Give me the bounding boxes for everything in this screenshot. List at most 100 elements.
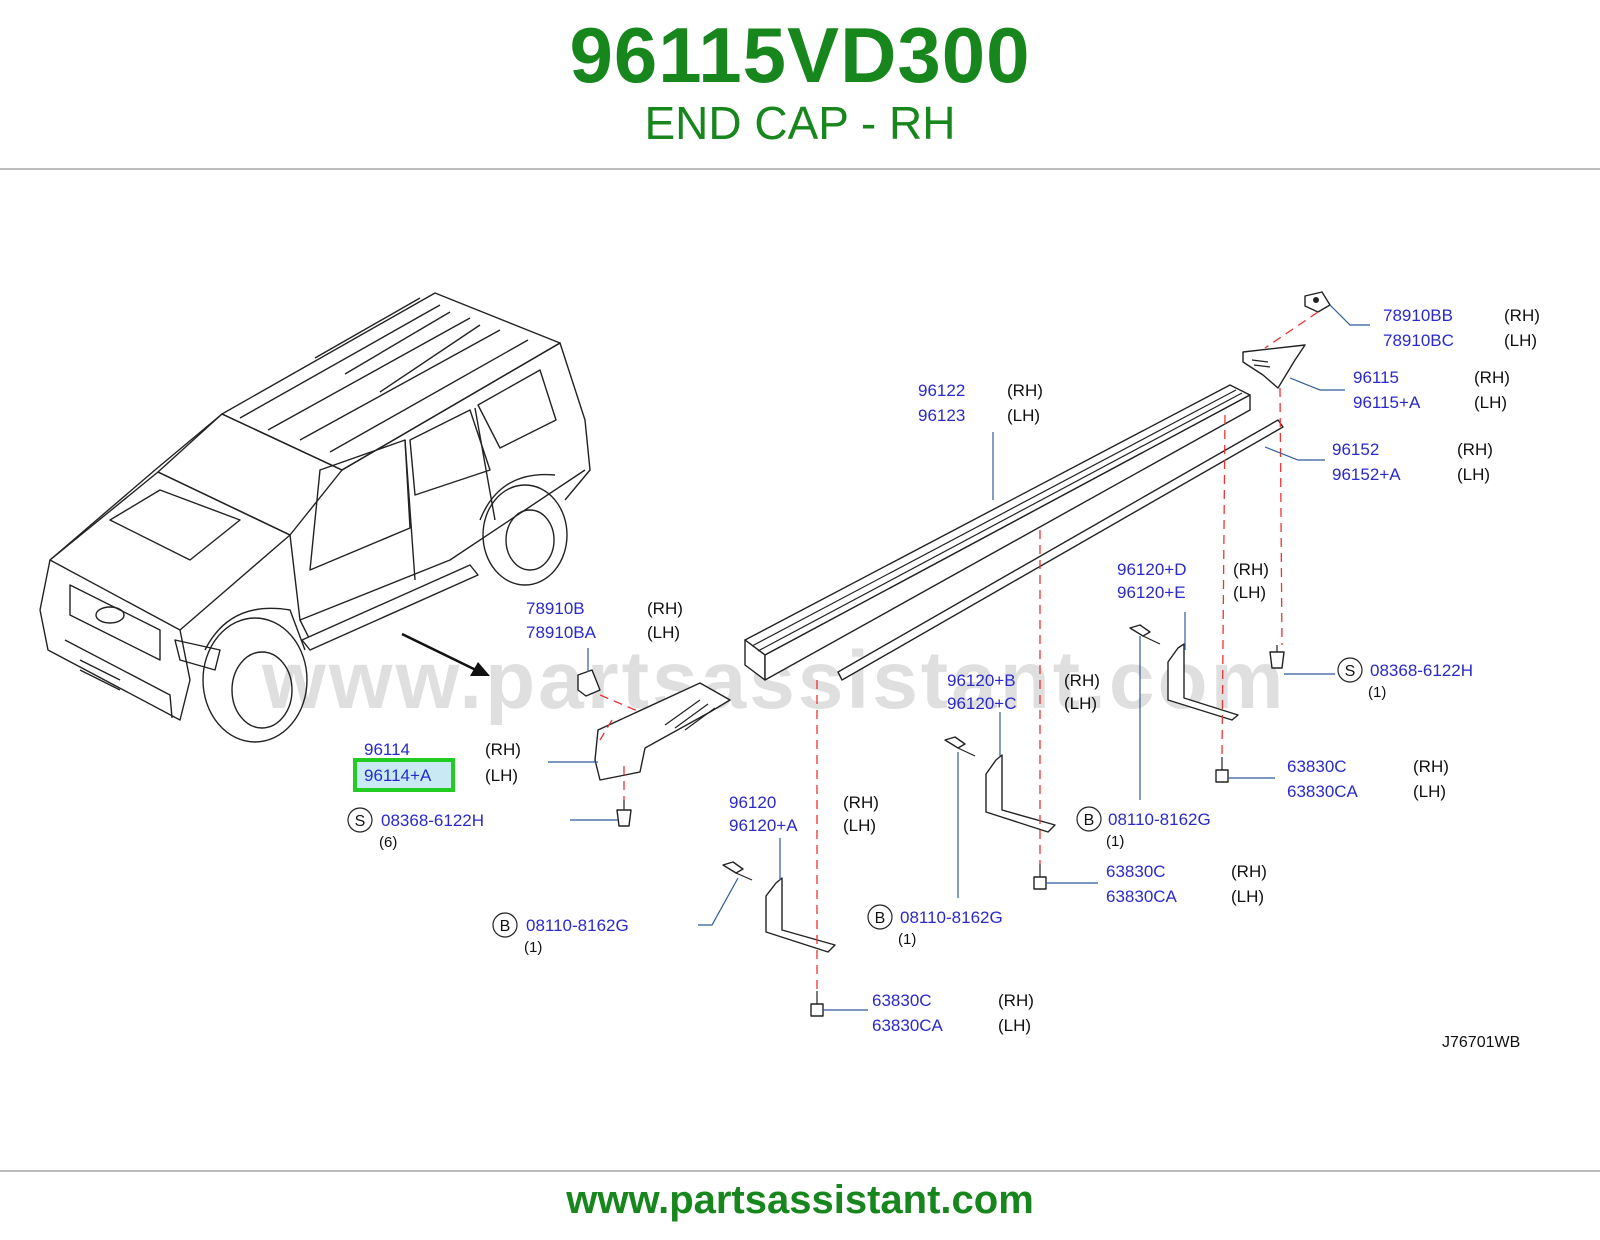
callout-part-number[interactable]: 96115 [1353,368,1399,387]
callout-78910bb[interactable]: 78910BB (RH) 78910BC (LH) [1383,306,1540,350]
callout-part-number[interactable]: 96122 [918,381,965,400]
callout-side: (RH) [1474,368,1510,387]
diagram-code: J76701WB [1442,1034,1520,1051]
callout-side: (RH) [1007,381,1043,400]
bracket-96120-d-part [1167,643,1239,721]
callout-side: (LH) [485,766,518,785]
callout-side: (RH) [1457,440,1493,459]
nut-part [810,991,824,1017]
callout-63830c-middle[interactable]: 63830C (RH) 63830CA (LH) [1106,862,1267,906]
fastener-callout-bolt-left[interactable]: B 08110-8162G (1) [492,912,629,956]
step-rail-part [744,384,1251,681]
fastener-callout-screw-6[interactable]: S 08368-6122H (6) [347,807,484,851]
badge-letter: S [1345,663,1356,680]
callout-side: (RH) [1504,306,1540,325]
fastener-callout-bolt-middle[interactable]: B 08110-8162G (1) [867,904,1003,948]
callout-part-number[interactable]: 96152 [1332,440,1379,459]
callout-part-number-highlighted[interactable]: 96114+A [364,766,432,785]
screw-part [616,800,632,827]
nut-part [1033,864,1047,890]
fastener-callout-bolt-right[interactable]: B 08110-8162G (1) [1076,806,1211,850]
fastener-quantity: (1) [524,939,542,956]
callout-63830c-lower[interactable]: 63830C (RH) 63830CA (LH) [872,991,1034,1035]
fastener-part-number[interactable]: 08110-8162G [900,908,1003,927]
callout-part-number[interactable]: 63830CA [1287,782,1359,801]
footer-divider [0,1170,1600,1172]
callout-part-number[interactable]: 78910BC [1383,331,1454,350]
screw-part [1269,645,1285,669]
bolt-part [722,861,753,881]
callout-side: (LH) [998,1016,1031,1035]
fastener-quantity: (1) [1368,684,1386,701]
callout-96122[interactable]: 96122 (RH) 96123 (LH) [918,381,1043,425]
callout-side: (RH) [1231,862,1267,881]
detail-arrow [401,632,490,676]
callout-96114[interactable]: 96114 (RH) 96114+A (LH) [353,740,521,792]
callout-side: (RH) [1233,560,1269,579]
callout-side: (RH) [1064,671,1100,690]
callout-78910b[interactable]: 78910B (RH) 78910BA (LH) [526,599,683,642]
callout-part-number[interactable]: 63830C [1287,757,1347,776]
badge-letter: B [500,918,511,935]
callout-part-number[interactable]: 63830CA [872,1016,944,1035]
vehicle-illustration [39,292,591,743]
callout-part-number[interactable]: 96120+B [947,671,1016,690]
fastener-part-number[interactable]: 08110-8162G [1108,810,1211,829]
end-cap-lh-part [594,682,731,781]
bolt-part [944,736,976,757]
callout-part-number[interactable]: 63830C [1106,862,1166,881]
bolt-badge-icon [867,904,893,930]
callout-side: (RH) [843,793,879,812]
badge-letter: B [875,910,886,927]
callout-part-number[interactable]: 63830C [872,991,932,1010]
callout-96120[interactable]: 96120 (RH) 96120+A (LH) [729,793,879,835]
callout-part-number[interactable]: 96115+A [1353,393,1421,412]
callout-96152[interactable]: 96152 (RH) 96152+A (LH) [1332,440,1493,484]
highlight-box [353,758,455,792]
fastener-quantity: (1) [1106,833,1124,850]
molding-part [837,419,1284,681]
callout-side: (RH) [998,991,1034,1010]
screw-badge-icon [1337,657,1363,683]
footer-url[interactable]: www.partsassistant.com [566,1178,1034,1222]
fastener-callout-screw-1[interactable]: S 08368-6122H (1) [1337,657,1473,701]
callout-part-number[interactable]: 96152+A [1332,465,1401,484]
callout-part-number[interactable]: 96120+E [1117,583,1186,602]
callout-part-number[interactable]: 96120+A [729,816,798,835]
nut-part [1215,757,1229,783]
callout-side: (RH) [647,599,683,618]
callout-part-number[interactable]: 96120+D [1117,560,1186,579]
callout-63830c-upper[interactable]: 63830C (RH) 63830CA (LH) [1287,757,1449,801]
bracket-96120-b-part [985,754,1056,833]
fastener-part-number[interactable]: 08368-6122H [381,811,484,830]
callout-part-number[interactable]: 63830CA [1106,887,1178,906]
callout-side: (RH) [1413,757,1449,776]
callout-part-number[interactable]: 96114 [364,740,410,759]
callout-part-number[interactable]: 78910BA [526,623,597,642]
assembly-lines [599,311,1319,991]
fastener-part-number[interactable]: 08368-6122H [1370,661,1473,680]
callout-part-number[interactable]: 78910BB [1383,306,1453,325]
callout-side: (LH) [1233,583,1266,602]
clip-78910b-part [577,669,601,697]
callout-96120-b[interactable]: 96120+B (RH) 96120+C (LH) [947,671,1100,713]
fastener-quantity: (1) [898,931,916,948]
callout-part-number[interactable]: 78910B [526,599,585,618]
part-number-title: 96115VD300 [569,11,1031,99]
callout-96115[interactable]: 96115 (RH) 96115+A (LH) [1353,368,1510,412]
callout-side: (LH) [1007,406,1040,425]
clip-78910bb-part [1304,291,1331,313]
callout-part-number[interactable]: 96120 [729,793,776,812]
callout-side: (LH) [647,623,680,642]
fastener-part-number[interactable]: 08110-8162G [526,916,629,935]
end-cap-rh-part [1242,344,1306,389]
callout-side: (LH) [1457,465,1490,484]
callout-part-number[interactable]: 96123 [918,406,965,425]
callout-side: (LH) [1413,782,1446,801]
screw-badge-icon [347,807,373,833]
callout-part-number[interactable]: 96120+C [947,694,1016,713]
callout-96120-d[interactable]: 96120+D (RH) 96120+E (LH) [1117,560,1269,602]
badge-letter: B [1084,812,1095,829]
callout-side: (LH) [1064,694,1097,713]
